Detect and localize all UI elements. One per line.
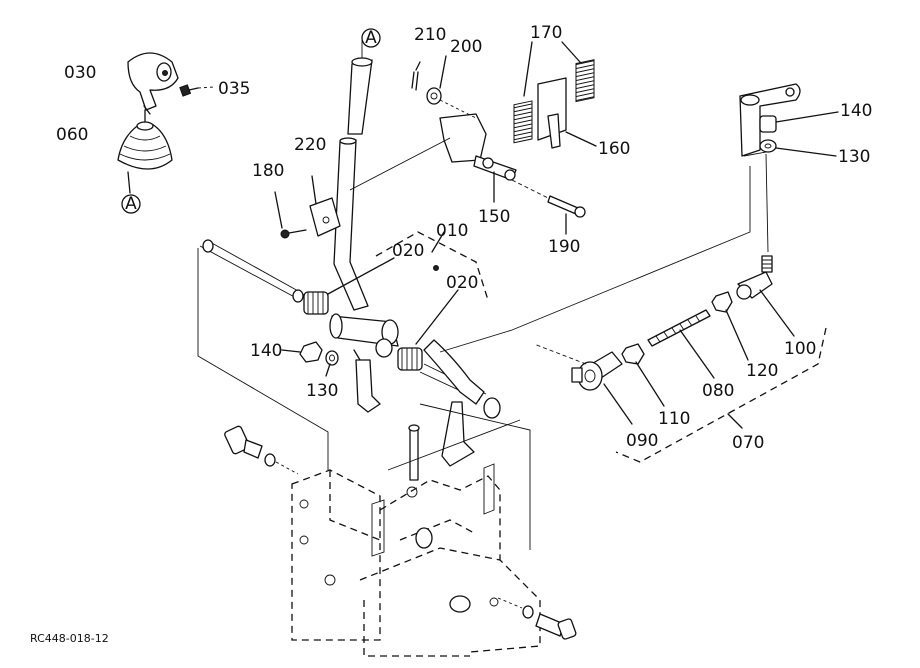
callout-120: 120 bbox=[746, 361, 778, 381]
callout-150: 150 bbox=[478, 207, 510, 227]
screw-035 bbox=[179, 84, 215, 97]
threaded-rod-080 bbox=[647, 309, 715, 379]
callout-020-right: 020 bbox=[446, 273, 478, 293]
shift-boot-060 bbox=[117, 109, 173, 194]
callout-140-right: 140 bbox=[840, 101, 872, 121]
shift-lever-rod bbox=[333, 38, 373, 311]
bolt-top-left bbox=[224, 425, 299, 475]
shaft-group-bracket-010 bbox=[375, 231, 489, 301]
callout-110: 110 bbox=[658, 409, 690, 429]
bracket-220 bbox=[309, 175, 341, 237]
transmission-housing bbox=[291, 463, 541, 657]
callout-190: 190 bbox=[548, 237, 580, 257]
callout-200: 200 bbox=[450, 37, 482, 57]
cotter-pin-210 bbox=[411, 61, 421, 91]
nut-140-right bbox=[759, 111, 839, 133]
callout-130-left: 130 bbox=[306, 381, 338, 401]
svg-text:A: A bbox=[365, 28, 377, 48]
bushing-020-right bbox=[397, 289, 459, 371]
bolt-bottom-right bbox=[497, 597, 577, 640]
callout-020-left: 020 bbox=[392, 241, 424, 261]
assembly-guide-lines bbox=[197, 166, 751, 550]
callout-060: 060 bbox=[56, 125, 88, 145]
callout-line-010 bbox=[431, 231, 445, 253]
callout-170: 170 bbox=[530, 23, 562, 43]
nut-110 bbox=[621, 343, 665, 407]
figure-code: RC448-018-12 bbox=[30, 632, 109, 645]
shift-shaft-010 bbox=[199, 239, 501, 419]
pivot-guide bbox=[765, 153, 769, 253]
pin-190 bbox=[511, 179, 586, 235]
plate-160 bbox=[537, 77, 597, 149]
callout-220: 220 bbox=[294, 135, 326, 155]
callout-010: 010 bbox=[436, 221, 468, 241]
callout-160: 160 bbox=[598, 139, 630, 159]
rod-end-100 bbox=[736, 255, 795, 337]
washer-200 bbox=[426, 55, 477, 119]
washer-130-right bbox=[759, 139, 837, 157]
callout-140-left: 140 bbox=[250, 341, 282, 361]
callout-035: 035 bbox=[218, 79, 250, 99]
bolt-180 bbox=[274, 191, 307, 239]
rod-end-090 bbox=[533, 343, 633, 425]
pad-170 bbox=[513, 41, 595, 144]
callout-030: 030 bbox=[64, 63, 96, 83]
callout-180: 180 bbox=[252, 161, 284, 181]
callout-130-right: 130 bbox=[838, 147, 870, 167]
callout-080: 080 bbox=[702, 381, 734, 401]
nut-140-left bbox=[281, 341, 323, 363]
lever-arm-right bbox=[408, 401, 475, 481]
lever-arm-left bbox=[353, 349, 381, 413]
svg-text:A: A bbox=[125, 194, 137, 214]
callout-090: 090 bbox=[626, 431, 658, 451]
callout-210: 210 bbox=[414, 25, 446, 45]
rod-assembly-bracket-070 bbox=[615, 327, 827, 463]
lever-bracket-150 bbox=[349, 113, 517, 203]
bushing-020-left bbox=[303, 257, 395, 315]
shift-knob-030 bbox=[127, 52, 179, 115]
callout-line-070 bbox=[727, 413, 743, 429]
connection-marker-top: A bbox=[361, 28, 381, 48]
callout-100: 100 bbox=[784, 339, 816, 359]
nut-120 bbox=[711, 291, 749, 361]
callout-070: 070 bbox=[732, 433, 764, 453]
connection-marker-boot: A bbox=[121, 194, 141, 214]
washer-130-left bbox=[325, 350, 339, 377]
